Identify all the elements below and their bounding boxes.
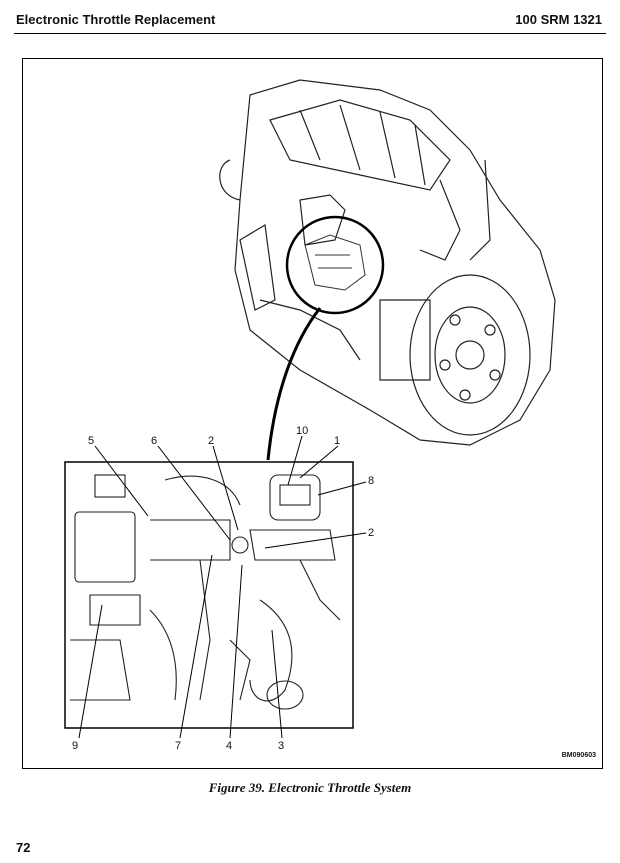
section-title: Electronic Throttle Replacement xyxy=(16,12,216,27)
manual-code: 100 SRM 1321 xyxy=(515,12,602,27)
engine-drawing xyxy=(219,79,556,446)
detail-magnifier xyxy=(285,215,385,315)
page-number: 72 xyxy=(16,840,31,855)
callout-leaders xyxy=(78,435,367,739)
callout-2-top: 2 xyxy=(208,435,215,447)
header-rule xyxy=(14,33,606,34)
detail-leader-line xyxy=(266,307,322,461)
callout-7: 7 xyxy=(175,740,182,752)
callout-2-right: 2 xyxy=(368,527,375,539)
callout-4: 4 xyxy=(226,740,233,752)
callout-9: 9 xyxy=(72,740,79,752)
callout-1: 1 xyxy=(334,435,341,447)
callout-5: 5 xyxy=(88,435,95,447)
callout-10: 10 xyxy=(296,425,309,437)
figure-caption: Figure 39. Electronic Throttle System xyxy=(208,780,412,795)
callout-3: 3 xyxy=(278,740,285,752)
figure-frame xyxy=(22,58,603,769)
callout-6: 6 xyxy=(151,435,158,447)
callout-8: 8 xyxy=(368,475,375,487)
figure-image-code: BM090603 xyxy=(561,752,596,759)
